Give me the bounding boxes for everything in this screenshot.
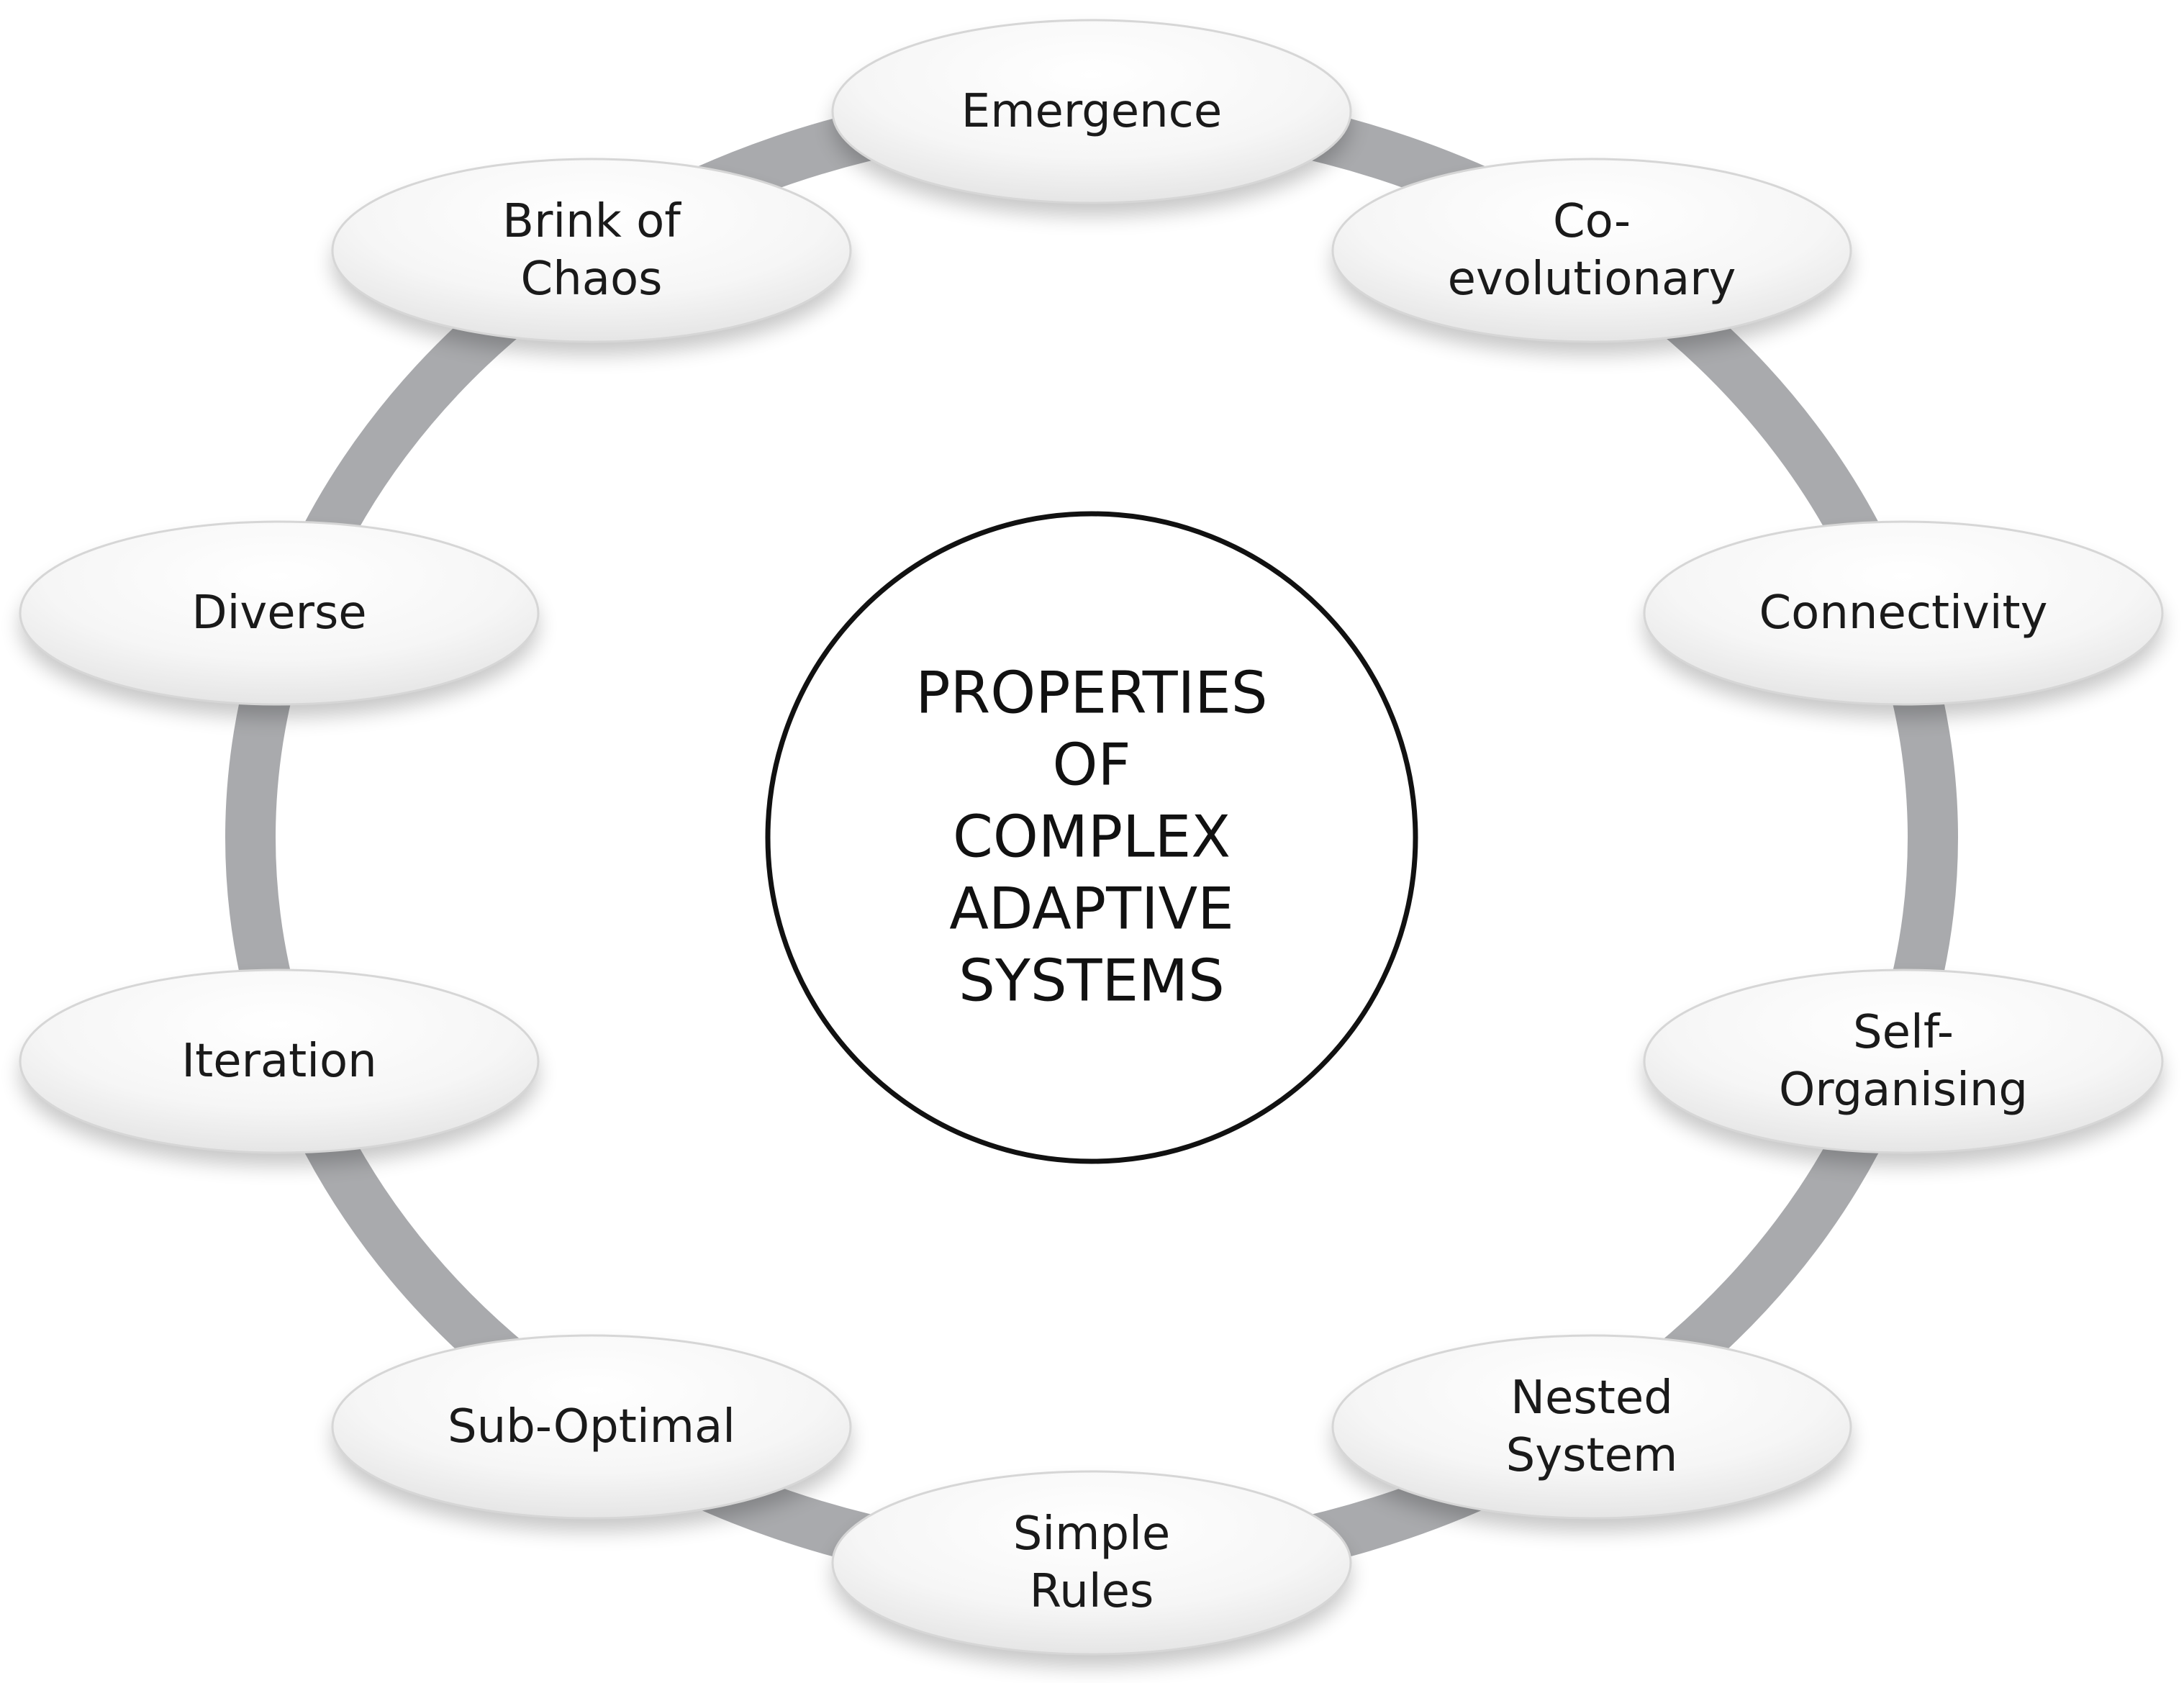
node-ellipse — [331, 1334, 852, 1520]
central-hub: PROPERTIES OF COMPLEX ADAPTIVE SYSTEMS — [765, 511, 1418, 1164]
node-label: Organising — [1779, 1063, 2028, 1117]
node-ellipse — [1331, 158, 1852, 343]
node-co-evolutionary: Co-evolutionary — [1331, 158, 1852, 355]
hub-title-line-4: ADAPTIVE — [949, 876, 1234, 943]
node-label: Simple — [1013, 1507, 1171, 1561]
node-emergence: Emergence — [831, 19, 1352, 216]
node-ellipse — [1331, 1334, 1852, 1520]
node-label: Emergence — [961, 85, 1222, 138]
hub-title-line-5: SYSTEMS — [959, 948, 1225, 1015]
node-label: Iteration — [181, 1035, 376, 1088]
node-label: Sub-Optimal — [448, 1400, 735, 1453]
node-label: Self- — [1853, 1006, 1954, 1059]
node-label: Rules — [1030, 1565, 1154, 1618]
node-iteration: Iteration — [19, 968, 540, 1166]
node-ellipse — [1643, 968, 2164, 1154]
node-label: Diverse — [191, 586, 366, 640]
node-sub-optimal: Sub-Optimal — [331, 1334, 852, 1531]
node-ellipse — [19, 968, 540, 1154]
property-nodes: EmergenceCo-evolutionaryConnectivitySelf… — [19, 19, 2164, 1667]
node-self-organising: Self-Organising — [1643, 968, 2164, 1166]
node-label: evolutionary — [1448, 253, 1736, 306]
node-label: Chaos — [521, 253, 663, 306]
node-label: Nested — [1510, 1371, 1673, 1425]
node-ellipse — [19, 520, 540, 706]
node-label: Co- — [1553, 195, 1631, 248]
node-ellipse — [1643, 520, 2164, 706]
hub-circle — [765, 511, 1418, 1164]
node-ellipse — [831, 1470, 1352, 1656]
node-ellipse — [831, 19, 1352, 204]
node-connectivity: Connectivity — [1643, 520, 2164, 717]
node-label: Brink of — [502, 195, 681, 248]
hub-title-line-2: OF — [1053, 732, 1131, 799]
node-label: Connectivity — [1759, 586, 2047, 640]
node-diverse: Diverse — [19, 520, 540, 717]
node-label: System — [1506, 1429, 1678, 1482]
hub-title-line-3: COMPLEX — [953, 804, 1231, 871]
hub-title-line-1: PROPERTIES — [915, 660, 1267, 727]
node-ellipse — [331, 158, 852, 343]
